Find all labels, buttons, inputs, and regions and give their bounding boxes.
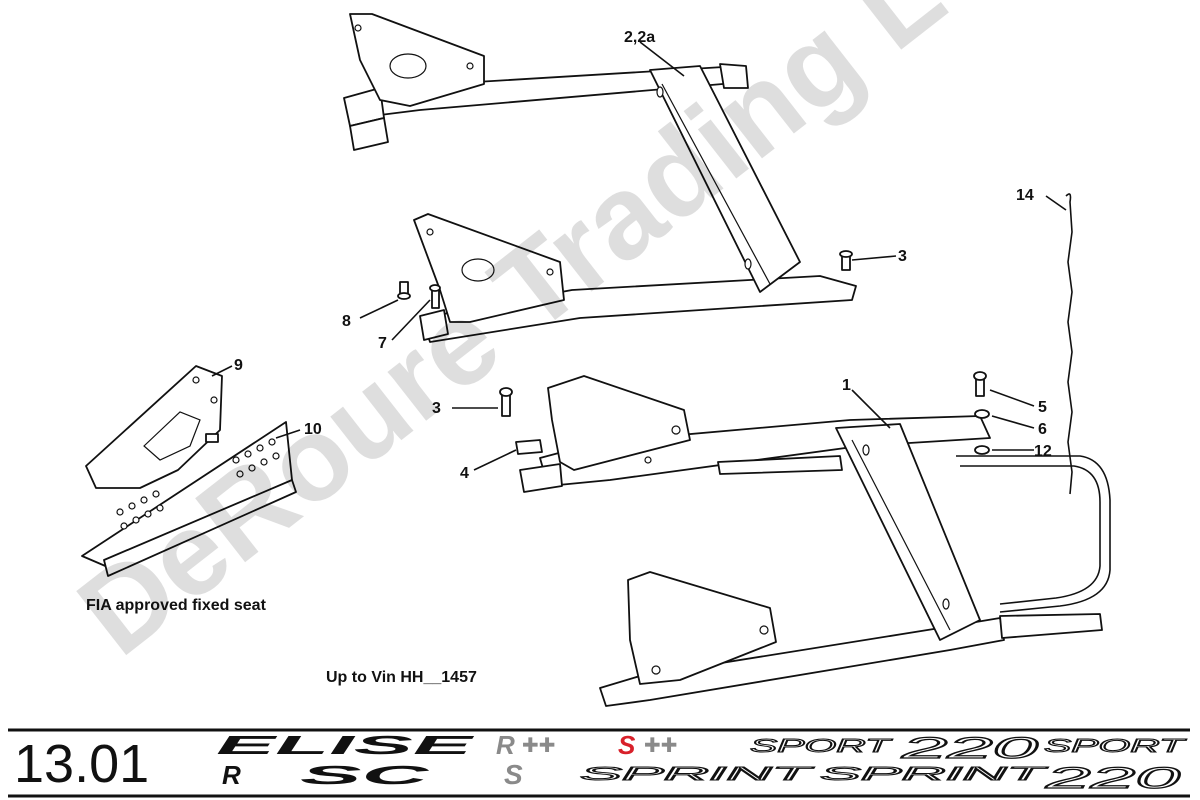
callout-4: 4 xyxy=(460,465,469,482)
watermark: DeRoure Trading Ltd xyxy=(55,0,1056,680)
washer-12-icon xyxy=(974,445,990,455)
bracket-4-icon xyxy=(515,439,543,455)
logo-r-plus: R xyxy=(496,730,515,760)
callout-3-lower: 3 xyxy=(432,400,441,417)
bracket-holes xyxy=(116,438,280,530)
logo-s-plus-mark: ✚✚ xyxy=(644,733,678,757)
callout-3-upper: 3 xyxy=(898,248,907,265)
callout-1: 1 xyxy=(842,377,851,394)
fia-seat-bracket xyxy=(81,365,297,577)
callout-6: 6 xyxy=(1038,421,1047,438)
callout-10: 10 xyxy=(304,421,322,438)
bolt-3-upper-icon xyxy=(839,250,853,271)
caption-fia-seat: FIA approved fixed seat xyxy=(86,597,267,614)
leader-lines xyxy=(211,41,1067,471)
logo-220-top: 220 xyxy=(899,732,1039,765)
page-number: 13.01 xyxy=(14,734,149,794)
callout-2-2a: 2,2a xyxy=(624,29,655,46)
logo-sprint-2: SPRINT xyxy=(820,764,1051,784)
callout-5: 5 xyxy=(1038,399,1047,416)
bolt-7-icon xyxy=(429,284,441,309)
spring-rod-14 xyxy=(1065,193,1073,495)
callout-8: 8 xyxy=(342,313,351,330)
logo-sprint-1: SPRINT xyxy=(580,764,817,784)
logo-s: S xyxy=(504,759,523,790)
bolt-5-icon xyxy=(973,371,987,397)
lower-runner-assembly xyxy=(519,375,1111,707)
callouts: 2,2a 3 14 8 7 9 10 3 4 1 5 6 12 xyxy=(234,29,1052,482)
footer: 13.01 ELISE R SC R ✚✚ S ✚✚ S SPORT 220 S… xyxy=(8,728,1190,798)
callout-9: 9 xyxy=(234,357,243,374)
logo-sc: SC xyxy=(300,760,432,790)
washer-6-icon xyxy=(974,409,990,419)
callout-7: 7 xyxy=(378,335,387,352)
logo-sport-top: SPORT xyxy=(750,736,895,756)
callout-14: 14 xyxy=(1016,187,1034,204)
logo-elise: ELISE xyxy=(216,730,474,760)
bolt-8-icon xyxy=(397,281,411,300)
logo-r-plus-mark: ✚✚ xyxy=(522,733,556,757)
logo-s-plus: S xyxy=(618,730,636,760)
bolt-3-lower-icon xyxy=(499,387,513,417)
upper-runner-assembly xyxy=(343,13,857,343)
logo-220-bottom: 220 xyxy=(1043,762,1180,795)
logo-sport-right: SPORT xyxy=(1044,736,1189,756)
callout-12: 12 xyxy=(1034,443,1052,460)
caption-vin: Up to Vin HH__1457 xyxy=(326,669,477,686)
logo-r: R xyxy=(222,760,241,790)
